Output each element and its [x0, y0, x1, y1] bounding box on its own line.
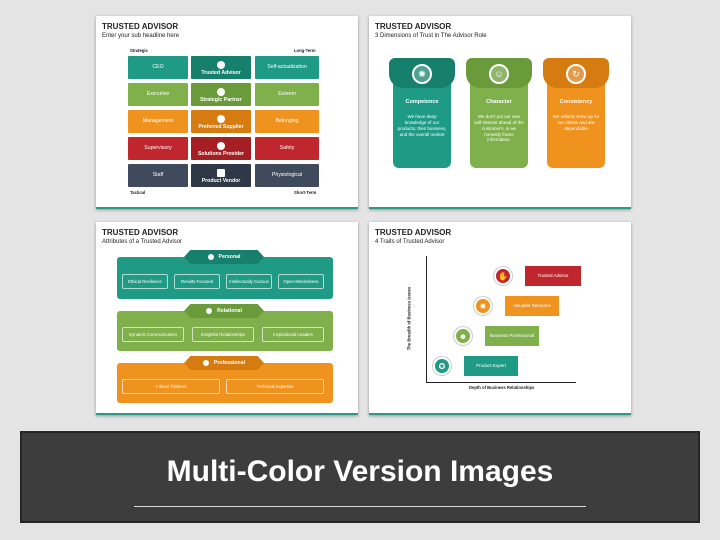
- label-short-term: Short-Term: [294, 190, 317, 195]
- pyramid-cell-right: Safety: [255, 137, 319, 160]
- label-tactical: Tactical: [130, 190, 146, 195]
- person-icon: ☺: [489, 64, 509, 84]
- slide-accent-bar: [96, 413, 358, 415]
- attribute-pill: Ethical Resilience: [122, 274, 168, 289]
- card-title: Competence: [405, 99, 439, 105]
- pyramid-cell-middle: Solutions Provider: [191, 137, 251, 160]
- slide-title: TRUSTED ADVISOR: [102, 228, 179, 237]
- card-description: We don't put our own self-interest ahead…: [474, 114, 524, 143]
- attribute-pill: Critical Thinkers: [122, 379, 220, 394]
- slide-subtitle: Attributes of a Trusted Advisor: [102, 239, 183, 245]
- slide-accent-bar: [369, 207, 631, 209]
- badge-icon: ✪: [433, 357, 451, 375]
- trait-box-business-professional: Business Professional: [485, 326, 539, 346]
- slide-accent-bar: [369, 413, 631, 415]
- storefront-icon: [217, 169, 225, 178]
- slide-2-thumbnail[interactable]: TRUSTED ADVISOR 3 Dimensions of Trust in…: [369, 16, 631, 209]
- team-icon: ☻: [454, 327, 472, 345]
- pyramid-cell-left: Management: [128, 110, 188, 133]
- attribute-pill: Open-Mindedness: [278, 274, 324, 289]
- y-axis: [426, 256, 427, 382]
- pyramid-cell-left: Staff: [128, 164, 188, 187]
- attribute-pill: Technical Expertise: [226, 379, 324, 394]
- pyramid-cell-right: Belonging: [255, 110, 319, 133]
- chess-icon: [217, 88, 225, 97]
- card-description: We reliably show up for our clients and …: [552, 114, 600, 131]
- attribute-pill: Intellectually Curious: [226, 274, 272, 289]
- title-banner: Multi-Color Version Images: [20, 431, 700, 523]
- pyramid-cell-middle: Strategic Partner: [191, 83, 251, 106]
- card-description: We have deep knowledge of our products, …: [397, 114, 447, 137]
- slide-3-thumbnail[interactable]: TRUSTED ADVISOR Attributes of a Trusted …: [96, 222, 358, 415]
- trust-card-competence: ✺ Competence We have deep knowledge of o…: [389, 58, 455, 168]
- pyramid-cell-middle: Trusted Advisor: [191, 56, 251, 79]
- person-icon: [207, 254, 214, 260]
- x-axis-label: Depth of Business Relationships: [469, 385, 535, 390]
- gear-icon: ✺: [412, 64, 432, 84]
- pyramid-cell-middle: Preferred Supplier: [191, 110, 251, 133]
- refresh-icon: ↻: [566, 64, 586, 84]
- handshake-icon: [217, 61, 225, 70]
- slide-4-thumbnail[interactable]: TRUSTED ADVISOR 4 Traits of Trusted Advi…: [369, 222, 631, 415]
- card-title: Consistency: [559, 99, 593, 105]
- handshake-icon: ✋: [494, 267, 512, 285]
- label-long-term: Long-Term: [294, 48, 316, 53]
- slide-title: TRUSTED ADVISOR: [375, 228, 452, 237]
- professional-icon: [202, 360, 209, 366]
- group-header-professional: Professional: [184, 356, 264, 370]
- x-axis: [426, 382, 576, 383]
- banner-underline: [134, 506, 586, 507]
- trait-box-valuable-resource: Valuable Resource: [505, 296, 559, 316]
- attribute-pill: Insightful Relationships: [192, 327, 254, 342]
- group-header-personal: Personal: [184, 250, 264, 264]
- attribute-pill: Dynamic Communicators: [122, 327, 184, 342]
- attribute-pill: Inspirational Leaders: [262, 327, 324, 342]
- y-axis-label: The Breadth of Business Issues: [406, 286, 412, 351]
- trust-card-consistency: ↻ Consistency We reliably show up for ou…: [543, 58, 609, 168]
- slide-title: TRUSTED ADVISOR: [375, 22, 452, 31]
- attribute-pill: Results Focused: [174, 274, 220, 289]
- pyramid-cell-right: Physiological: [255, 164, 319, 187]
- group-header-relational: Relational: [184, 304, 264, 318]
- slide-subtitle: 4 Traits of Trusted Advisor: [375, 239, 445, 245]
- label-strategic: Strategic: [130, 48, 148, 53]
- pyramid-cell-right: Self-actualization: [255, 56, 319, 79]
- slide-subtitle: 3 Dimensions of Trust in The Advisor Rol…: [375, 33, 487, 39]
- card-title: Character: [486, 99, 512, 105]
- people-icon: [206, 308, 213, 314]
- trust-card-character: ☺ Character We don't put our own self-in…: [466, 58, 532, 168]
- pyramid-cell-left: Executive: [128, 83, 188, 106]
- pyramid-cell-left: Supervisory: [128, 137, 188, 160]
- brain-icon: ✹: [474, 297, 492, 315]
- pyramid-cell-middle: Product Vendor: [191, 164, 251, 187]
- banner-title: Multi-Color Version Images: [166, 455, 554, 488]
- pyramid-cell-right: Esteem: [255, 83, 319, 106]
- lightbulb-icon: [217, 142, 225, 151]
- trait-box-trusted-advisor: Trusted Advisor: [525, 266, 581, 286]
- pyramid-cell-left: CEO: [128, 56, 188, 79]
- slide-subtitle: Enter your sub headline here: [102, 33, 180, 39]
- slide-1-thumbnail[interactable]: TRUSTED ADVISOR Enter your sub headline …: [96, 16, 358, 209]
- trait-box-product-expert: Product Expert: [464, 356, 518, 376]
- slide-title: TRUSTED ADVISOR: [102, 22, 179, 31]
- ribbon-icon: [217, 115, 225, 124]
- slide-accent-bar: [96, 207, 358, 209]
